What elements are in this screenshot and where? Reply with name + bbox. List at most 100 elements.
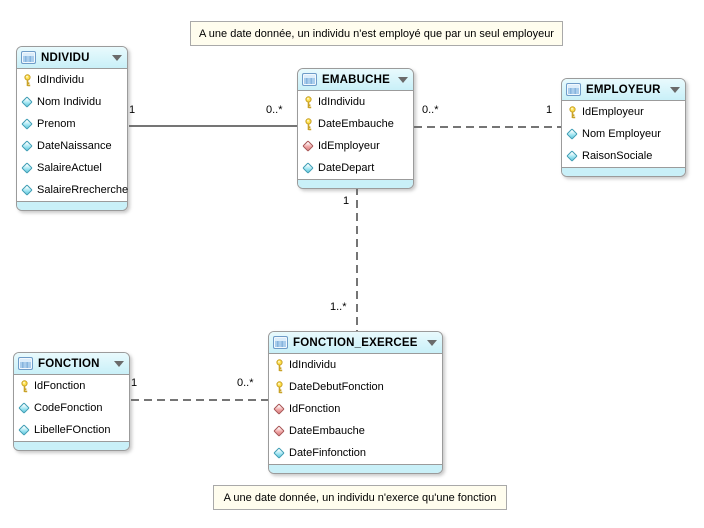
attribute-name: Prenom [37, 118, 76, 130]
attribute-diamond-icon [302, 162, 314, 175]
cardinality-label: 0..* [266, 104, 283, 116]
attribute-row[interactable]: Prenom [17, 113, 127, 135]
attribute-row[interactable]: DateDepart [298, 157, 413, 179]
attribute-name: RaisonSociale [582, 150, 653, 162]
attribute-diamond-icon [566, 128, 578, 141]
entity-title: EMPLOYEUR [586, 83, 661, 96]
entity-header[interactable]: NDIVIDU [17, 47, 127, 69]
attribute-row[interactable]: Nom Individu [17, 91, 127, 113]
attribute-row[interactable]: IdIndividu [17, 69, 127, 91]
attribute-name: IdEmployeur [318, 140, 380, 152]
primary-key-icon [21, 73, 33, 87]
attribute-row[interactable]: DateEmbauche [269, 420, 442, 442]
attribute-row[interactable]: SalaireRrecherche [17, 179, 128, 201]
attribute-row[interactable]: IdEmployeur [562, 101, 685, 123]
foreign-key-diamond-icon [302, 140, 314, 153]
attribute-row[interactable]: CodeFonction [14, 397, 129, 419]
entity-footer [269, 464, 442, 473]
attribute-diamond-icon [21, 96, 33, 109]
attribute-name: SalaireActuel [37, 162, 102, 174]
attribute-diamond-icon [21, 184, 33, 197]
table-icon [566, 83, 581, 96]
attribute-diamond-icon [18, 424, 30, 437]
entity-footer [298, 179, 413, 188]
attribute-diamond-icon [21, 140, 33, 153]
cardinality-label: 1 [129, 104, 136, 116]
table-icon [273, 336, 288, 349]
cardinality-label: 1 [131, 377, 138, 389]
attribute-name: DateEmbauche [318, 118, 394, 130]
primary-key-icon [18, 379, 30, 393]
attribute-name: DateFinfonction [289, 447, 367, 459]
entity-header[interactable]: EMPLOYEUR [562, 79, 685, 101]
cardinality-label: 1 [343, 195, 350, 207]
foreign-key-diamond-icon [273, 403, 285, 416]
entity-header[interactable]: FONCTION [14, 353, 129, 375]
attribute-name: Nom Employeur [582, 128, 661, 140]
attribute-name: LibelleFOnction [34, 424, 111, 436]
attribute-name: IdIndividu [289, 359, 337, 371]
attribute-row[interactable]: DateEmbauche [298, 113, 413, 135]
note-fonction-constraint[interactable]: A une date donnée, un individu n'exerce … [213, 485, 507, 510]
entity-title: NDIVIDU [41, 51, 90, 64]
entity-title: EMABUCHE [322, 73, 391, 86]
attribute-name: DateDebutFonction [289, 381, 384, 393]
attribute-row[interactable]: SalaireActuel [17, 157, 127, 179]
attribute-name: IdIndividu [37, 74, 85, 86]
attribute-row[interactable]: IdFonction [269, 398, 442, 420]
primary-key-icon [302, 117, 314, 131]
collapse-arrow-icon[interactable] [670, 86, 680, 93]
collapse-arrow-icon[interactable] [112, 54, 122, 61]
attribute-name: IdEmployeur [582, 106, 644, 118]
cardinality-label: 0..* [237, 377, 254, 389]
attribute-row[interactable]: RaisonSociale [562, 145, 685, 167]
attribute-name: IdFonction [34, 380, 86, 392]
attribute-diamond-icon [566, 150, 578, 163]
attribute-name: DateEmbauche [289, 425, 365, 437]
attribute-row[interactable]: DateNaissance [17, 135, 127, 157]
attribute-name: CodeFonction [34, 402, 103, 414]
attribute-diamond-icon [18, 402, 30, 415]
entity-footer [17, 201, 127, 210]
attribute-row[interactable]: IdIndividu [269, 354, 442, 376]
attribute-row[interactable]: Nom Employeur [562, 123, 685, 145]
entity-header[interactable]: EMABUCHE [298, 69, 413, 91]
table-icon [302, 73, 317, 86]
attribute-row[interactable]: DateDebutFonction [269, 376, 442, 398]
collapse-arrow-icon[interactable] [398, 76, 408, 83]
attribute-diamond-icon [273, 447, 285, 460]
attribute-name: DateNaissance [37, 140, 112, 152]
foreign-key-diamond-icon [273, 425, 285, 438]
entity-title: FONCTION_EXERCEE [293, 336, 418, 349]
collapse-arrow-icon[interactable] [114, 360, 124, 367]
entity-title: FONCTION [38, 357, 100, 370]
attribute-name: DateDepart [318, 162, 375, 174]
attribute-row[interactable]: LibelleFOnction [14, 419, 129, 441]
primary-key-icon [566, 105, 578, 119]
collapse-arrow-icon[interactable] [427, 339, 437, 346]
entity-header[interactable]: FONCTION_EXERCEE [269, 332, 442, 354]
attribute-row[interactable]: IdFonction [14, 375, 129, 397]
table-icon [21, 51, 36, 64]
entity-footer [562, 167, 685, 176]
table-icon [18, 357, 33, 370]
note-employeur-constraint[interactable]: A une date donnée, un individu n'est emp… [190, 21, 563, 46]
entity-footer [14, 441, 129, 450]
attribute-row[interactable]: DateFinfonction [269, 442, 442, 464]
attribute-name: IdFonction [289, 403, 341, 415]
cardinality-label: 1..* [330, 301, 347, 313]
attribute-row[interactable]: IdIndividu [298, 91, 413, 113]
primary-key-icon [273, 380, 285, 394]
attribute-row[interactable]: IdEmployeur [298, 135, 413, 157]
